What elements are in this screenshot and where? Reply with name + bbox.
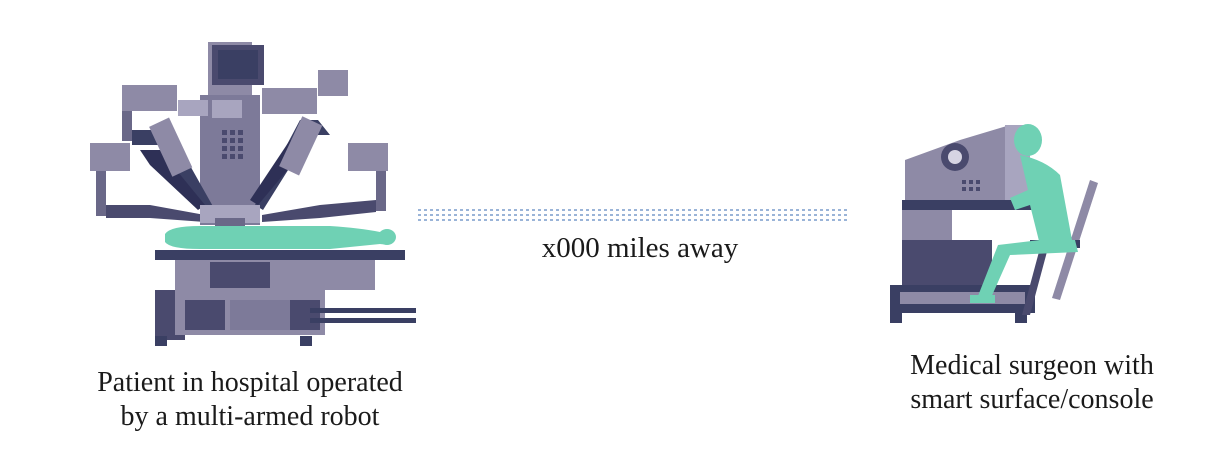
distance-label: x000 miles away	[541, 232, 739, 264]
surgeon-caption-line2: smart surface/console	[910, 384, 1154, 415]
patient-caption: Patient in hospital operated by a multi-…	[40, 366, 460, 434]
patient-caption-line1: Patient in hospital operated	[97, 367, 403, 398]
surgeon-caption-line1: Medical surgeon with	[910, 350, 1154, 381]
patient-figure	[165, 226, 396, 249]
connection-dotted-line	[418, 209, 850, 221]
operating-table	[155, 250, 416, 346]
patient-caption-line2: by a multi-armed robot	[120, 401, 380, 432]
surgeon-caption: Medical surgeon with smart surface/conso…	[862, 349, 1202, 417]
surgical-robot-icon	[90, 42, 388, 230]
surgeon-figure	[970, 124, 1078, 303]
